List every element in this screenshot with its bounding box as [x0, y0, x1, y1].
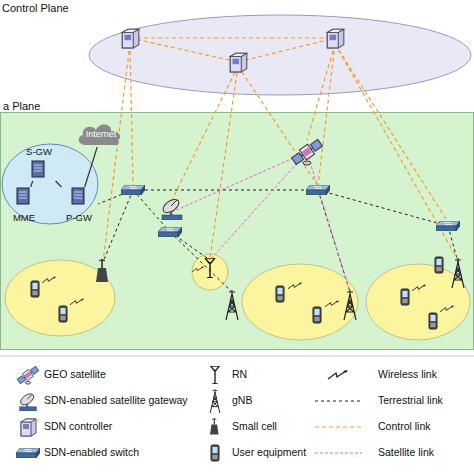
legend-satellite-icon	[16, 365, 39, 385]
coverage-area	[192, 254, 228, 290]
sdn-switch	[436, 221, 460, 231]
legend-gateway-icon	[19, 392, 37, 411]
coverage-area	[5, 260, 115, 336]
internet-cloud	[79, 124, 120, 145]
gnb-tower	[344, 290, 356, 320]
legend-entry: gNB	[232, 394, 252, 406]
legend-entry: SDN-enabled switch	[44, 446, 139, 458]
gateway-server	[32, 161, 44, 177]
connector-line	[56, 181, 62, 187]
legend-label: SDN controller	[44, 420, 112, 432]
legend-label: gNB	[232, 394, 252, 406]
legend-label: Control link	[378, 420, 431, 432]
pdn-gateway: P-GW	[57, 187, 101, 223]
legend-label: GEO satellite	[44, 368, 106, 380]
legend-terrestrial-sample	[315, 401, 362, 402]
legend-gnb-icon	[210, 389, 220, 413]
sdn-controller	[230, 53, 247, 72]
legend-entry: SDN-enabled satellite gateway	[44, 394, 188, 406]
legend-small-cell-icon	[210, 418, 219, 434]
wireless-link	[288, 283, 302, 289]
legend-entry: GEO satellite	[44, 368, 106, 380]
legend-control-sample	[315, 426, 362, 427]
data-plane: a PlaneInternetS-GWMMEP-GW	[0, 112, 474, 350]
legend-wireless-sample	[328, 370, 348, 379]
legend-label: Small cell	[232, 420, 277, 432]
terrestrial-link	[98, 190, 458, 292]
wireless-link	[70, 299, 84, 305]
user-equipment	[401, 289, 409, 305]
legend-switch-icon	[16, 448, 40, 458]
relay-node	[205, 258, 215, 278]
legend-entry: Wireless link	[378, 368, 437, 380]
legend-rn-icon	[211, 366, 220, 384]
internet-cloud: Internet	[77, 123, 125, 147]
satellite-link	[172, 152, 350, 292]
legend-label: Terrestrial link	[378, 394, 443, 406]
node-label: S-GW	[26, 147, 52, 157]
user-equipment	[276, 286, 284, 302]
plane-ellipse	[89, 15, 471, 95]
connector-line	[31, 181, 33, 187]
user-equipment	[429, 313, 437, 329]
legend-label: RN	[232, 368, 247, 380]
user-equipment	[313, 307, 321, 323]
wireless-link	[412, 285, 426, 291]
legend-entry: Small cell	[232, 420, 277, 432]
legend-entry: Satellite link	[378, 446, 434, 458]
legend-entry: User equipment	[232, 446, 306, 458]
legend-entry: SDN controller	[44, 420, 112, 432]
wireless-link	[192, 267, 204, 272]
wireless-link	[440, 306, 454, 312]
node-label: MME	[13, 213, 35, 223]
sdn-switch	[158, 227, 182, 237]
legend-divider	[0, 356, 474, 357]
legend-satellite-sample	[315, 453, 362, 454]
node-label: Control Plane	[2, 2, 69, 14]
legend-label: Satellite link	[378, 446, 434, 458]
serving-gateway: S-GW	[15, 147, 63, 181]
control-plane: Control Plane	[88, 14, 472, 96]
sdn-switch	[306, 185, 330, 195]
mme-server	[17, 188, 29, 204]
user-equipment	[435, 257, 443, 273]
plane-outline	[88, 14, 472, 96]
sdn-switch	[121, 185, 145, 195]
legend-label: User equipment	[232, 446, 306, 458]
wireless-link	[325, 301, 339, 307]
gateway-server	[72, 188, 84, 204]
core-network-area	[2, 144, 98, 224]
legend-entry: Terrestrial link	[378, 394, 443, 406]
satellite-gateway	[161, 197, 182, 220]
mme-node: MME	[3, 187, 45, 223]
legend-label: Wireless link	[378, 368, 437, 380]
user-equipment	[31, 281, 39, 297]
sdn-controller	[327, 29, 344, 48]
gnb-tower	[452, 258, 464, 288]
legend-controller-icon	[21, 419, 36, 436]
legend-entry: RN	[232, 368, 247, 380]
coverage-area	[366, 264, 470, 340]
legend-entry: Control link	[378, 420, 431, 432]
small-cell	[96, 259, 108, 282]
legend-ue-icon	[211, 445, 219, 461]
gnb-tower	[226, 290, 238, 320]
user-equipment	[59, 306, 67, 322]
sdn-controller	[122, 29, 139, 48]
legend-label: SDN-enabled switch	[44, 446, 139, 458]
node-label: Internet	[86, 130, 117, 140]
control-link	[103, 38, 458, 262]
coverage-area	[242, 264, 358, 340]
wireless-link	[42, 277, 56, 283]
connector-line	[85, 147, 98, 187]
legend-label: SDN-enabled satellite gateway	[44, 394, 188, 406]
node-label: a Plane	[3, 100, 40, 112]
node-label: P-GW	[66, 213, 92, 223]
geo-satellite	[290, 138, 323, 166]
